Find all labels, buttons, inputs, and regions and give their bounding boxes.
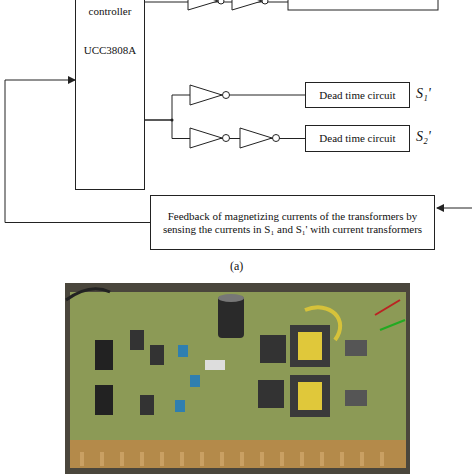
process-box: Dead time circuit xyxy=(305,82,410,108)
signal-name: S₁' xyxy=(416,86,431,102)
node-text: UCC3808A xyxy=(84,44,137,57)
feedback-box: Feedback of magnetizing currents of the … xyxy=(150,195,435,250)
controller-box: controllerUCC3808A xyxy=(75,0,145,190)
inverter-symbol xyxy=(145,0,438,10)
node-text: controller xyxy=(89,5,132,18)
inverter-symbol xyxy=(190,85,230,105)
figure-label: (a) xyxy=(230,259,243,274)
node-text: Dead time circuit xyxy=(319,132,395,145)
process-box: Dead time circuit xyxy=(305,125,410,152)
inverter-symbol xyxy=(190,128,280,148)
signal-name: S₂' xyxy=(416,129,431,145)
node-text: Dead time circuit xyxy=(319,89,395,102)
prototype-photo xyxy=(65,283,410,474)
input-wire xyxy=(437,208,472,209)
node-text: Feedback of magnetizing currents of the … xyxy=(157,210,428,236)
junction-dot xyxy=(171,119,174,122)
